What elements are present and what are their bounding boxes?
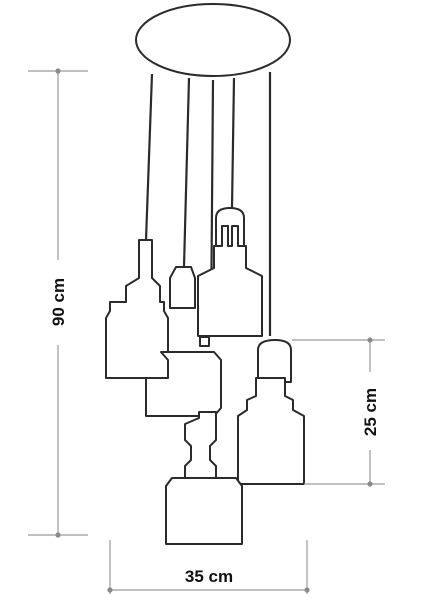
height-label: 90 cm [49,278,68,326]
lamp-shade-1 [105,239,169,379]
lamp-shade-4 [197,225,263,337]
lamp-cap [199,336,210,347]
ceiling-canopy [135,3,291,77]
cables [144,72,272,336]
lamp-shade-2 [169,266,196,309]
lamp-stem-bottom [184,411,217,481]
width-dimension [107,540,310,594]
lamp-shade-3 [145,351,222,417]
cable-2 [182,77,191,268]
shade-height-dimension [292,337,385,487]
cable-4 [230,77,236,209]
lamp-loop-handle-right [257,339,292,383]
lamp-shade-6 [165,477,243,545]
width-label: 35 cm [185,567,233,586]
cable-1 [144,73,154,241]
shade-height-label: 25 cm [361,388,380,436]
lamp-loop-handle-top [215,207,245,249]
height-dimension [28,68,88,538]
lamp-shade-5 [237,377,305,485]
